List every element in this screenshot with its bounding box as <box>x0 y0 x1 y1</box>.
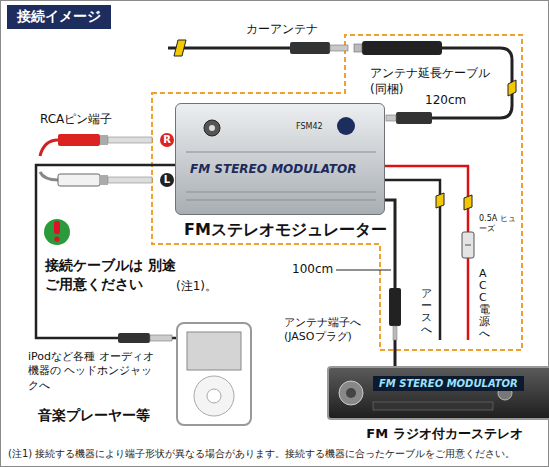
wire-label: アースへ <box>421 288 432 336</box>
modulator-art <box>186 192 376 193</box>
extension-cable <box>430 48 512 118</box>
model-number: FSM42 <box>296 122 323 132</box>
title-tab: 接続イメージ <box>7 5 111 29</box>
stereo-art <box>346 388 356 398</box>
dimension: 100cm <box>292 262 333 278</box>
modulator-art <box>186 200 376 201</box>
stereo-art <box>373 402 493 410</box>
kit-outline <box>152 35 522 350</box>
car-stereo: FM STEREO MODULATORFM ラジオ付カーステレオ <box>327 366 549 420</box>
rca-plugs <box>108 177 152 183</box>
notice-text: 接続ケーブルは 別途ご用意ください <box>45 256 177 294</box>
fuse-label: 0.5A ヒューズ <box>479 214 521 234</box>
rca-plugs <box>40 140 58 156</box>
extension-cable <box>386 115 396 121</box>
break-marks <box>174 40 186 56</box>
antenna-cable <box>290 42 330 54</box>
power-wires <box>385 166 474 340</box>
power-wires <box>385 180 440 340</box>
modulator-box: FMステレオモジュレーターFM STEREO MODULATORFSM42 <box>175 103 385 215</box>
antenna-cable <box>168 42 348 54</box>
footnote: (注1) 接続する機器により端子形状が異なる場合があります。接続する機器に合った… <box>8 447 515 460</box>
device-caption: FM ラジオ付カーステレオ <box>329 426 549 443</box>
rca-plugs <box>40 134 152 186</box>
power-wires <box>462 232 474 258</box>
player-art <box>207 389 221 403</box>
channel-badge: R <box>160 133 174 147</box>
panel-print: FM STEREO MODULATOR <box>190 162 356 178</box>
note-ref: (注1)。 <box>176 279 217 295</box>
wire-label: ACC電源へ <box>479 268 490 341</box>
dimension: 120cm <box>425 93 466 109</box>
rca-plugs <box>100 135 108 145</box>
player-art <box>194 376 234 416</box>
jaso-plug <box>393 326 397 340</box>
jaso-plug <box>389 288 401 340</box>
stereo-art <box>339 381 363 405</box>
modulator-art <box>209 125 215 131</box>
warning-icon <box>44 219 70 245</box>
plug-label: アンテナ端子へ (JASOプラグ) <box>284 316 376 344</box>
antenna-cable <box>168 47 292 50</box>
warning-icon <box>54 221 60 234</box>
modulator-art <box>186 152 376 153</box>
modulator-art <box>176 104 384 214</box>
cable <box>36 165 176 338</box>
extension-cable <box>354 44 362 52</box>
rca-plugs <box>100 175 108 185</box>
product-name: FMステレオモジュレーター <box>184 220 387 241</box>
rca-plugs <box>40 172 58 180</box>
power-wires <box>465 245 471 246</box>
channel-badge: L <box>160 173 174 187</box>
power-wires <box>385 166 468 340</box>
part-label: アンテナ延長ケーブル (同梱) <box>370 66 498 97</box>
break-marks <box>464 195 472 210</box>
leader-line <box>336 270 391 271</box>
part-label: RCAピン端子 <box>40 112 112 128</box>
player-art <box>178 324 250 424</box>
connect-note: iPodなど各種 オーディオ機器の ヘッドホンジャックへ <box>28 350 156 393</box>
modulator-art <box>337 117 355 135</box>
modulator-art <box>204 120 220 136</box>
extension-cable <box>362 41 442 55</box>
warning-icon <box>54 236 59 241</box>
headphone-plug <box>118 333 172 343</box>
device-caption: 音楽プレーヤー等 <box>38 406 150 424</box>
break-marks <box>508 80 516 96</box>
break-marks <box>436 193 444 208</box>
display-text: FM STEREO MODULATOR <box>373 376 524 391</box>
rca-plugs <box>108 137 152 143</box>
warning-icon <box>44 219 70 245</box>
player-art <box>187 332 241 370</box>
rca-plugs <box>58 174 100 186</box>
extension-cable <box>396 112 432 124</box>
rca-plugs <box>58 134 100 146</box>
player-device: 音楽プレーヤー等 <box>176 322 252 426</box>
antenna-cable <box>330 45 348 51</box>
headphone-plug <box>118 333 150 343</box>
jaso-plug <box>389 288 401 326</box>
headphone-plug <box>150 335 172 341</box>
part-label: カーアンテナ <box>246 22 318 38</box>
